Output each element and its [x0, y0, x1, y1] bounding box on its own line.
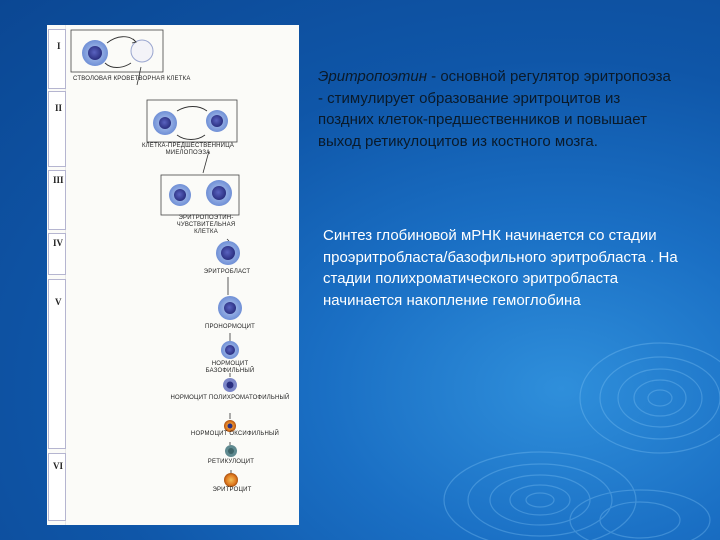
cell-label-oxyphilic-normocyte: НОРМОЦИТ ОКСИФИЛЬНЫЙ: [190, 431, 280, 437]
stage-box-3: [48, 170, 66, 230]
stage-label: III: [53, 175, 64, 185]
erythropoietin-paragraph: Эритропоэтин - основной регулятор эритро…: [318, 66, 678, 152]
cell-label-erythroblast: ЭРИТРОБЛАСТ: [203, 269, 251, 275]
progenitor-cell-frame: [146, 99, 238, 143]
stage-label: IV: [53, 238, 64, 248]
erythropoiesis-diagram-panel: I II III IV V VI: [47, 25, 299, 525]
cell-label-pronormocyte: ПРОНОРМОЦИТ: [204, 324, 256, 330]
stage-column: I II III IV V VI: [47, 25, 66, 525]
cell-label-reticulocyte: РЕТИКУЛОЦИТ: [207, 459, 255, 465]
stage-box-5: [48, 279, 66, 449]
stage-box-6: [48, 453, 66, 521]
stage-label: I: [57, 41, 61, 51]
cell-label-erythrocyte: ЭРИТРОЦИТ: [212, 487, 252, 493]
stem-cell-frame: [70, 29, 164, 73]
erythrocyte-icon: [224, 473, 238, 487]
epo-sensitive-cell-frame: [160, 174, 240, 216]
stage-label: VI: [53, 461, 64, 471]
stage-label: V: [55, 297, 62, 307]
stage-box-4: [48, 233, 66, 275]
cell-label-polychromatophilic-normocyte: НОРМОЦИТ ПОЛИХРОМАТОФИЛЬНЫЙ: [170, 395, 290, 401]
cell-label-progenitor: КЛЕТКА-ПРЕДШЕСТВЕННИЦА МИЕЛОПОЭЗА: [141, 143, 235, 156]
cell-label-epo-sensitive: ЭРИТРОПОЭТИН-ЧУВСТВИТЕЛЬНАЯ КЛЕТКА: [176, 215, 236, 235]
stage-box-2: [48, 91, 66, 167]
stage-label: II: [55, 103, 63, 113]
cell-label-basophilic-normocyte: НОРМОЦИТ БАЗОФИЛЬНЫЙ: [205, 361, 255, 374]
globin-mrna-paragraph: Синтез глобиновой мРНК начинается со ста…: [323, 227, 678, 309]
erythropoietin-term: Эритропоэтин: [318, 68, 427, 85]
cell-lineage-diagram: [70, 29, 242, 487]
cell-label-stem: СТВОЛОВАЯ КРОВЕТВОРНАЯ КЛЕТКА: [73, 76, 191, 82]
erythropoietin-description: - основной регулятор эритропоэза - стиму…: [318, 68, 671, 150]
stage-box-1: [48, 29, 66, 89]
